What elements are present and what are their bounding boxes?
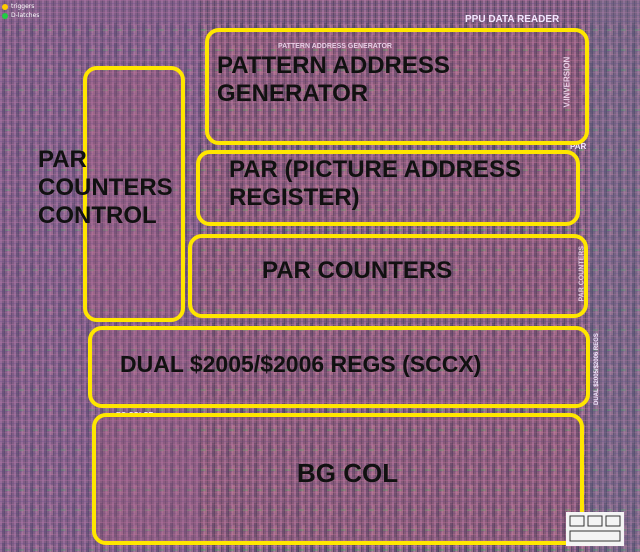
- legend-label: D-latches: [11, 12, 40, 19]
- thumbnail-inset: [566, 512, 624, 546]
- par-picture-address-register-label: PAR (PICTURE ADDRESS REGISTER): [229, 156, 522, 211]
- dual-regs-label: DUAL $2005/$2006 REGS (SCCX): [120, 351, 482, 377]
- pattern-address-generator-small-label: PATTERN ADDRESS GENERATOR: [278, 43, 392, 50]
- legend-label: triggers: [11, 3, 35, 10]
- bg-col-label: BG COL: [297, 458, 399, 488]
- par-small-label: PAR: [570, 142, 587, 151]
- region-dual-regs: [88, 326, 590, 408]
- pattern-address-generator-label: PATTERN ADDRESS GENERATOR: [217, 52, 450, 107]
- par-counters-label: PAR COUNTERS: [262, 257, 453, 284]
- legend: triggers D-latches: [2, 2, 39, 20]
- region-par-picture-address-register: [196, 150, 580, 226]
- region-par-counters: [188, 234, 588, 318]
- region-pattern-address-generator: [205, 28, 589, 145]
- legend-item-triggers: triggers: [2, 2, 39, 11]
- dual-regs-small-label: DUAL $2005/$2006 REGS: [594, 333, 600, 405]
- legend-swatch: [2, 3, 8, 10]
- ppu-data-reader-label: PPU DATA READER: [465, 14, 560, 25]
- legend-swatch: [2, 12, 8, 19]
- region-par-counters-control: [83, 66, 185, 322]
- legend-item-d-latches: D-latches: [2, 11, 39, 20]
- region-bg-col: [92, 413, 584, 545]
- par-counters-control-label: PAR COUNTERS CONTROL: [38, 146, 173, 229]
